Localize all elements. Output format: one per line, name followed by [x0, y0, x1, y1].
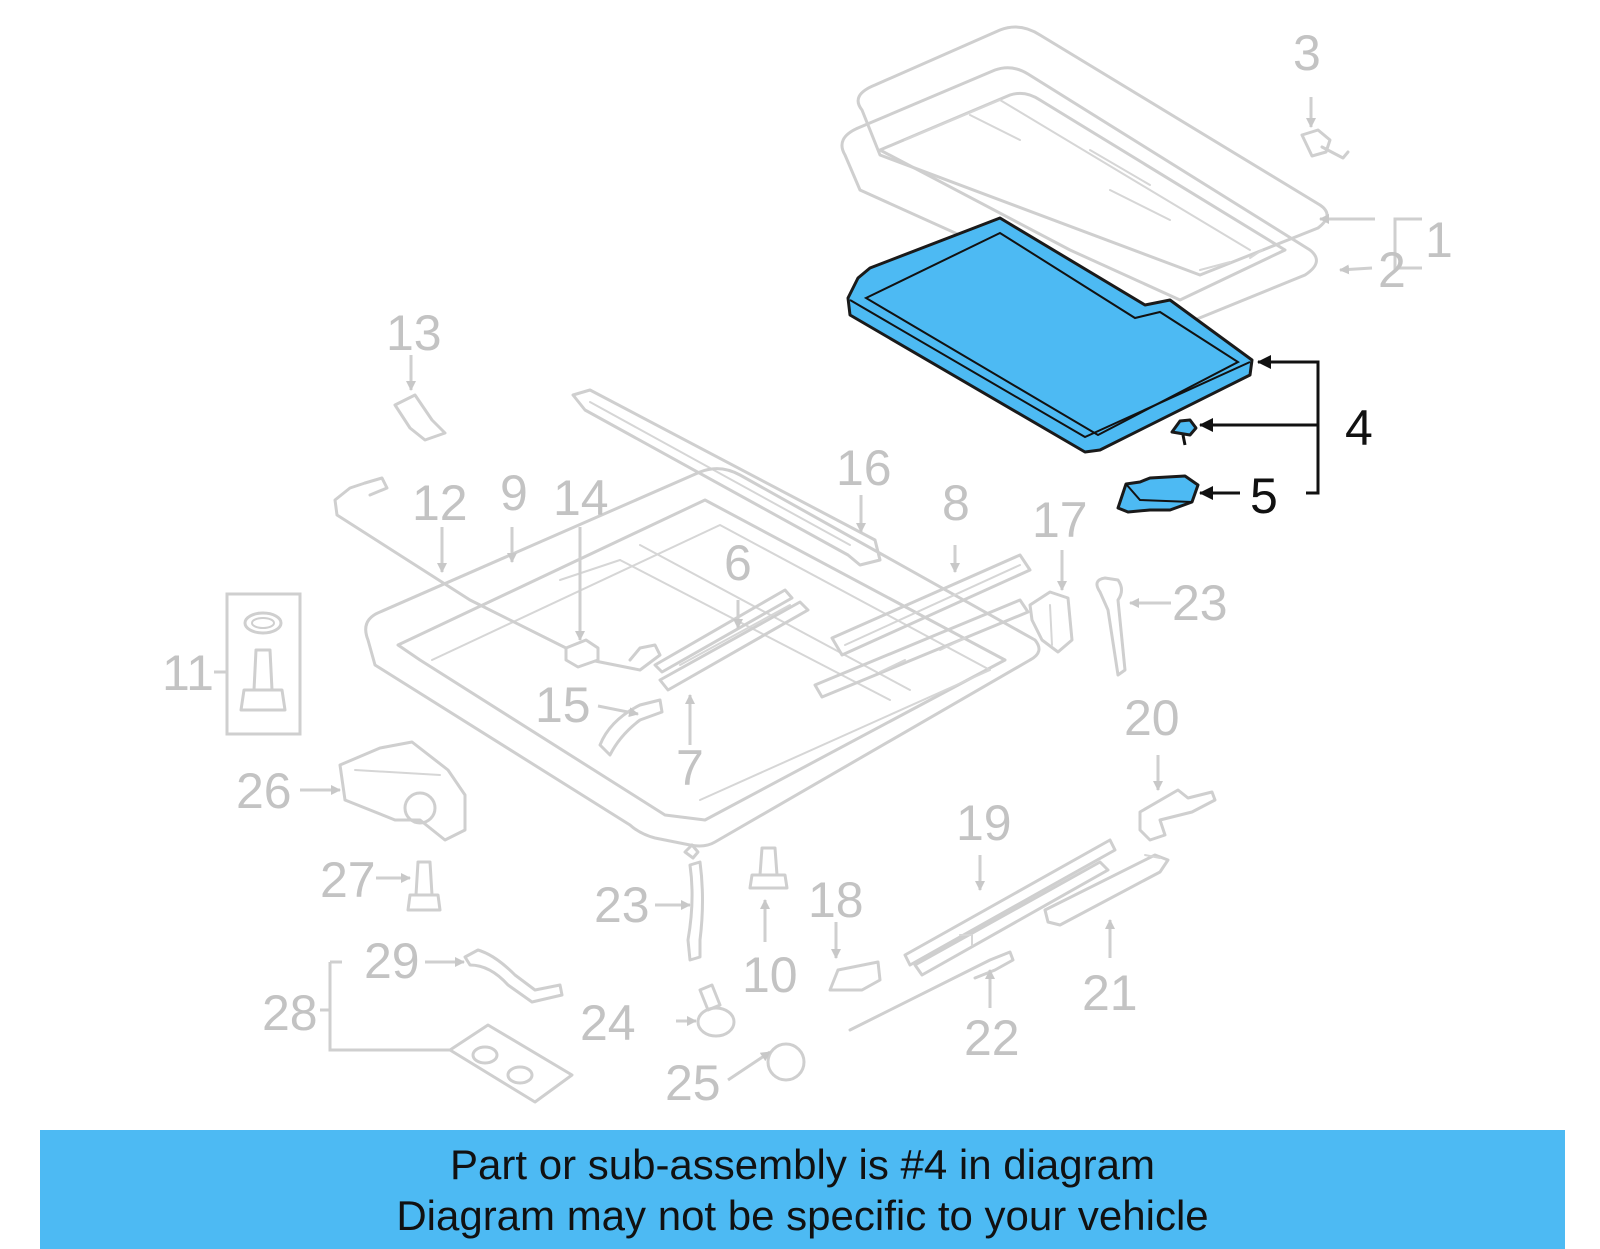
bracket-part-17 [1028, 590, 1074, 654]
callout-17: 17 [1032, 492, 1088, 548]
grommet-part-11 [225, 592, 302, 736]
callout-14: 14 [553, 470, 609, 526]
callout-11: 11 [162, 645, 214, 701]
callout-10: 10 [742, 947, 798, 1003]
callout-3: 3 [1293, 25, 1321, 81]
callout-5: 5 [1250, 468, 1278, 524]
bracket-part-13 [393, 393, 447, 442]
callout-15: 15 [535, 677, 591, 733]
screw-part-10 [748, 846, 789, 890]
callout-22: 22 [964, 1010, 1020, 1066]
guide-rail-part-7 [653, 588, 794, 674]
callout-28: 28 [262, 985, 318, 1041]
callout-6: 6 [724, 535, 752, 591]
leader-lines [214, 97, 1422, 1082]
callout-29: 29 [364, 933, 420, 989]
callout-25: 25 [665, 1055, 721, 1111]
callout-18: 18 [808, 872, 864, 928]
callout-23-upper: 23 [1172, 575, 1228, 631]
hose-part-23-upper [1095, 576, 1127, 677]
cable-part-22 [848, 950, 1015, 1032]
sunshade-handle [1116, 474, 1200, 514]
highlight-leaders [1199, 355, 1320, 500]
callout-12: 12 [412, 475, 468, 531]
callout-19: 19 [956, 795, 1012, 851]
bracket-part-18 [828, 960, 882, 992]
banner-line-part-number: Part or sub-assembly is #4 in diagram [450, 1141, 1155, 1188]
sunshade-panel [846, 216, 1254, 454]
callout-26: 26 [236, 763, 292, 819]
callout-4: 4 [1345, 400, 1373, 456]
callout-7: 7 [676, 740, 704, 796]
callout-2: 2 [1378, 242, 1406, 298]
rail-part-19 [903, 838, 1117, 977]
cable-part-29 [463, 948, 564, 1004]
callout-24: 24 [580, 995, 636, 1051]
ring-part-25 [766, 1042, 806, 1082]
callout-13: 13 [386, 305, 442, 361]
sunshade-clip [1170, 418, 1198, 446]
front-rail-part-16 [571, 388, 882, 567]
callout-8: 8 [942, 475, 970, 531]
callout-9: 9 [500, 465, 528, 521]
guide-rail-part-6 [658, 600, 810, 692]
callout-20: 20 [1124, 690, 1180, 746]
callout-21: 21 [1082, 965, 1138, 1021]
motor-part-26 [338, 740, 467, 842]
cable-part-12 [333, 476, 662, 672]
hose-part-23-lower [686, 860, 704, 962]
side-rail-part-8 [813, 553, 1032, 699]
callout-27: 27 [320, 852, 376, 908]
clip-part-15 [598, 698, 664, 757]
glass-seal [840, 66, 1318, 332]
info-banner: Part or sub-assembly is #4 in diagram Di… [40, 1130, 1565, 1249]
plate-part-28 [448, 1023, 574, 1104]
sunroof-frame [364, 467, 1041, 860]
banner-line-disclaimer: Diagram may not be specific to your vehi… [396, 1192, 1209, 1239]
callout-16: 16 [836, 440, 892, 496]
connector-part-14 [564, 638, 600, 669]
callout-1: 1 [1425, 212, 1453, 268]
bracket-part-20 [1138, 788, 1217, 842]
rail-part-21 [1043, 853, 1170, 927]
bolt-part-3 [1300, 128, 1350, 160]
screw-part-27 [406, 860, 442, 912]
callout-labels: 3 1 2 4 5 13 16 12 9 14 8 17 6 23 11 15 … [162, 25, 1453, 1111]
callout-23-lower: 23 [594, 877, 650, 933]
clip-part-24 [696, 983, 736, 1038]
